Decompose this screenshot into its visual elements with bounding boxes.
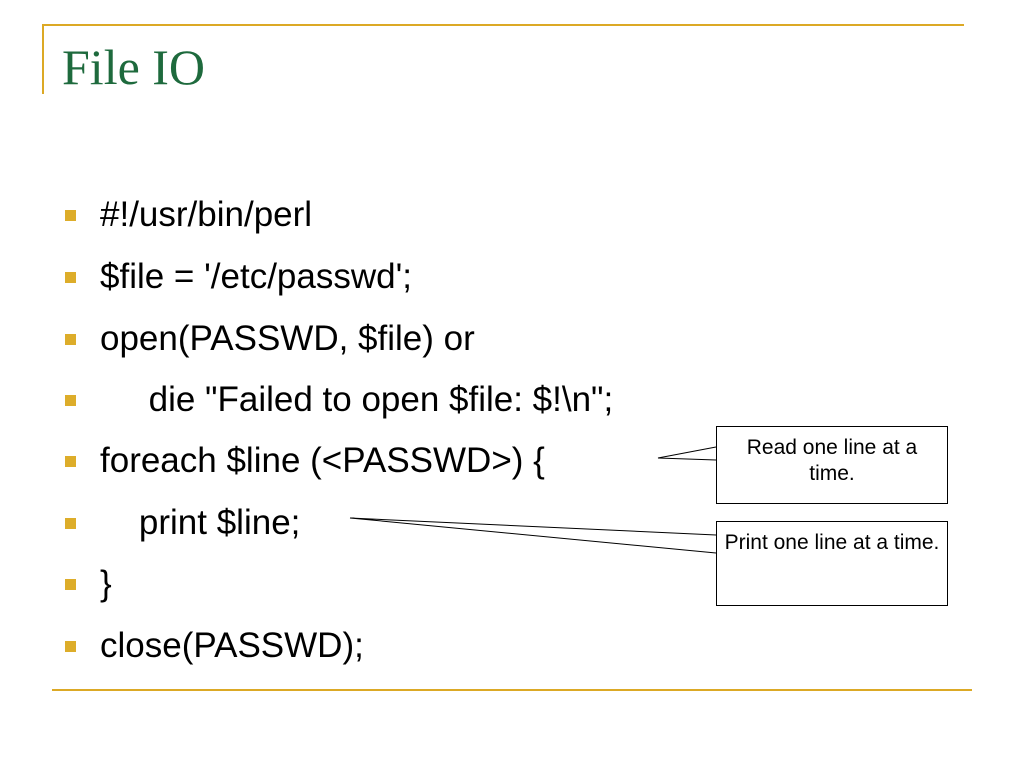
- bullet-item: die "Failed to open $file: $!\n";: [0, 373, 700, 425]
- slide-title: File IO: [62, 39, 206, 95]
- bullet-text: close(PASSWD);: [100, 626, 364, 665]
- bullet-item: open(PASSWD, $file) or: [0, 312, 700, 364]
- frame-bottom-rule: [52, 689, 972, 691]
- square-bullet-icon: [65, 210, 76, 221]
- bullet-text: }: [100, 564, 112, 603]
- frame-top-rule: [42, 24, 964, 26]
- frame-left-rule: [42, 24, 44, 94]
- bullet-text: $file = '/etc/passwd';: [100, 257, 412, 296]
- square-bullet-icon: [65, 579, 76, 590]
- bullet-text: print $line;: [100, 503, 301, 542]
- square-bullet-icon: [65, 272, 76, 283]
- bullet-text: die "Failed to open $file: $!\n";: [100, 380, 614, 419]
- bullet-item: print $line;: [0, 496, 700, 548]
- square-bullet-icon: [65, 518, 76, 529]
- bullet-item: }: [0, 557, 700, 609]
- bullet-text: open(PASSWD, $file) or: [100, 319, 475, 358]
- square-bullet-icon: [65, 456, 76, 467]
- square-bullet-icon: [65, 641, 76, 652]
- bullet-text: foreach $line (<PASSWD>) {: [100, 441, 545, 480]
- square-bullet-icon: [65, 395, 76, 406]
- print-line-callout: Print one line at a time.: [716, 521, 948, 606]
- read-line-callout: Read one line at a time.: [716, 426, 948, 504]
- square-bullet-icon: [65, 334, 76, 345]
- bullet-text: #!/usr/bin/perl: [100, 195, 313, 234]
- bullet-item: foreach $line (<PASSWD>) {: [0, 434, 700, 486]
- bullet-item: $file = '/etc/passwd';: [0, 250, 700, 302]
- bullet-item: #!/usr/bin/perl: [0, 188, 700, 240]
- bullet-item: close(PASSWD);: [0, 619, 700, 671]
